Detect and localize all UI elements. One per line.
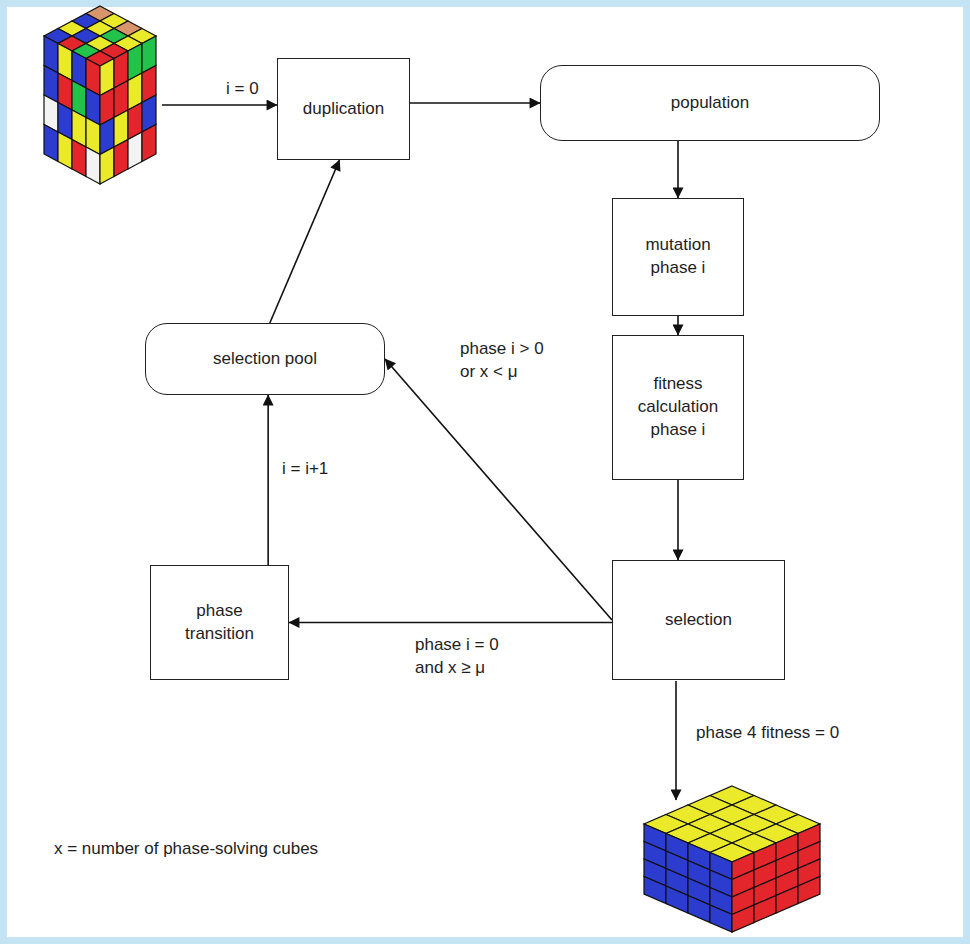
process-box: phase transition [150, 565, 289, 680]
cube-sticker [44, 125, 58, 162]
node-text: mutation phase i [623, 234, 733, 280]
edge-label: phase i = 0 and x ≥ μ [413, 634, 513, 680]
loop-counter-label: i = 0 [224, 78, 261, 101]
process-box: fitness calculation phase i [612, 335, 744, 480]
edge-label: phase i > 0 or x < μ [458, 338, 558, 384]
process-box: duplication [277, 58, 410, 160]
cube-sticker [710, 905, 732, 932]
flow-arrow [385, 359, 612, 620]
flow-arrow [289, 622, 612, 624]
cube-sticker [688, 896, 710, 923]
node-text: selection pool [213, 348, 317, 371]
cube-sticker [666, 886, 688, 913]
node-text: fitness calculation phase i [623, 373, 733, 442]
cube-sticker [776, 886, 798, 913]
node-text: population [671, 92, 749, 115]
node-text: selection [665, 609, 732, 632]
process-box: selection [612, 560, 785, 680]
flow-arrow [677, 316, 679, 335]
store-box: selection pool [145, 323, 385, 395]
node-text: phase transition [161, 600, 278, 646]
cube-sticker [58, 132, 72, 169]
note-text: x = number of phase-solving cubes [52, 838, 320, 861]
cube-sticker [114, 140, 128, 177]
cube-sticker [100, 147, 114, 184]
node-text: duplication [303, 98, 384, 121]
cube-sticker [798, 877, 820, 904]
flow-arrow [410, 102, 540, 104]
finish-arrow [675, 681, 677, 800]
store-box: population [540, 65, 880, 141]
cube-sticker [732, 905, 754, 932]
cube-sticker [142, 125, 156, 162]
condition-label: phase 4 fitness = 0 [694, 722, 841, 745]
flow-arrow [270, 160, 340, 323]
start-arrow [162, 104, 277, 106]
scrambled-cube [44, 6, 156, 184]
cube-sticker [754, 896, 776, 923]
cube-sticker [128, 132, 142, 169]
cube-sticker [72, 140, 86, 177]
process-box: mutation phase i [612, 198, 744, 316]
flow-arrow [677, 141, 679, 198]
edge-label: i = i+1 [280, 458, 330, 481]
cube-sticker [644, 877, 666, 904]
flow-arrow [267, 395, 269, 565]
solved-cube [644, 786, 820, 932]
flow-arrow [677, 480, 679, 560]
cube-sticker [86, 147, 100, 184]
